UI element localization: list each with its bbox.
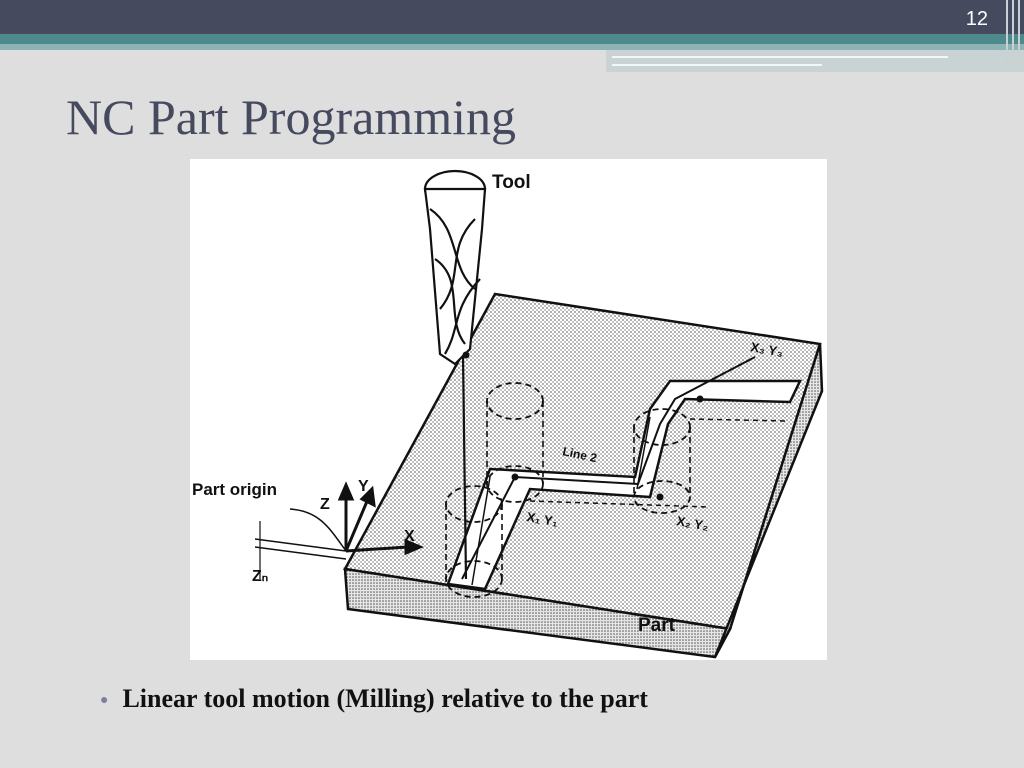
groove-slot bbox=[446, 379, 802, 591]
tool-path bbox=[461, 356, 756, 580]
tool-axis-line bbox=[461, 354, 468, 580]
slide-title: NC Part Programming bbox=[66, 89, 516, 145]
header-accent-line bbox=[612, 56, 948, 58]
milling-diagram: Tool Part origin Part Line 2 X₁ Y₁ X₂ Y₂… bbox=[190, 159, 827, 660]
header-accent-band bbox=[0, 34, 1024, 44]
label-axis-x: X bbox=[404, 528, 415, 545]
label-x3y3: X₃ Y₃ bbox=[749, 339, 784, 359]
label-x2y2: X₂ Y₂ bbox=[675, 513, 710, 533]
bullet-text: Linear tool motion (Milling) relative to… bbox=[122, 684, 648, 713]
part-side-face bbox=[713, 343, 824, 658]
label-tool: Tool bbox=[492, 172, 531, 193]
label-axis-z: Z bbox=[320, 496, 330, 513]
bullet-dot-icon: ● bbox=[100, 691, 109, 707]
label-part-origin: Part origin bbox=[192, 480, 277, 499]
label-zn: Zₙ bbox=[252, 568, 268, 585]
label-axis-y: Y bbox=[358, 478, 369, 495]
part-origin-axes bbox=[337, 481, 424, 556]
header-accent-band-light bbox=[0, 44, 1024, 50]
header-accent-line bbox=[612, 64, 822, 66]
slide-number: 12 bbox=[965, 8, 988, 30]
bullet-item: ● Linear tool motion (Milling) relative … bbox=[100, 684, 648, 714]
slide-header-bar bbox=[0, 0, 1024, 34]
label-part: Part bbox=[638, 615, 676, 636]
header-accent-panel bbox=[606, 50, 1024, 72]
header-accent-stripes bbox=[1004, 0, 1024, 70]
tool-end-mill bbox=[423, 169, 487, 366]
label-x1y1: X₁ Y₁ bbox=[525, 509, 559, 529]
